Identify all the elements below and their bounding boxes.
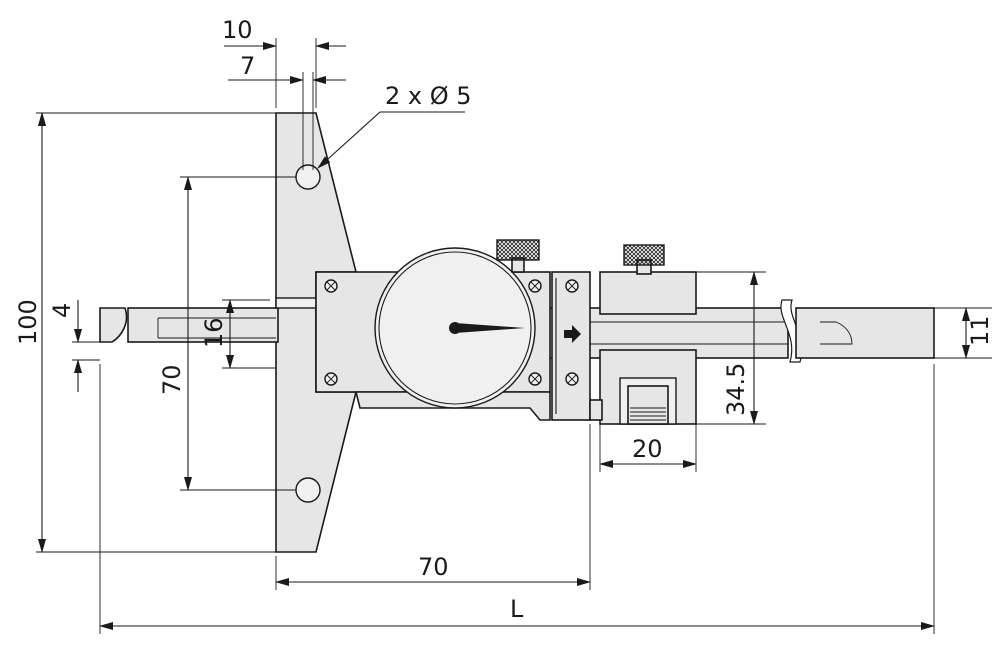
gauge-body bbox=[99, 112, 935, 553]
dim-top-width-outer: 10 bbox=[222, 16, 253, 44]
dim-slot-height: 16 bbox=[200, 317, 228, 348]
mount-hole-top bbox=[295, 164, 321, 190]
dim-hole-callout: 2 x Ø 5 bbox=[385, 82, 472, 110]
slider-block bbox=[551, 271, 591, 421]
dim-hole-spacing: 70 bbox=[158, 364, 186, 395]
beam-end bbox=[795, 307, 935, 359]
dim-overall-height: 100 bbox=[14, 299, 42, 345]
depth-rod-tip bbox=[99, 307, 128, 343]
dim-base-length: 70 bbox=[418, 553, 449, 581]
clamp-upper bbox=[599, 244, 697, 315]
dimension-lines bbox=[36, 38, 992, 634]
dim-rod-height: 4 bbox=[48, 303, 76, 318]
mount-hole-bottom bbox=[295, 477, 321, 503]
dial-needle bbox=[449, 322, 525, 334]
dim-clamp-width: 20 bbox=[632, 435, 663, 463]
dim-bar-height: 11 bbox=[966, 315, 994, 346]
dial-lock-knob bbox=[496, 239, 540, 273]
dim-top-width-inner: 7 bbox=[240, 52, 255, 80]
dim-total-length: L bbox=[510, 595, 524, 623]
housing-screws bbox=[324, 279, 542, 386]
depth-rod bbox=[127, 307, 279, 343]
direction-arrow-icon bbox=[564, 325, 581, 343]
dim-clamp-height: 34.5 bbox=[722, 363, 750, 416]
clamp-lower bbox=[589, 349, 697, 425]
